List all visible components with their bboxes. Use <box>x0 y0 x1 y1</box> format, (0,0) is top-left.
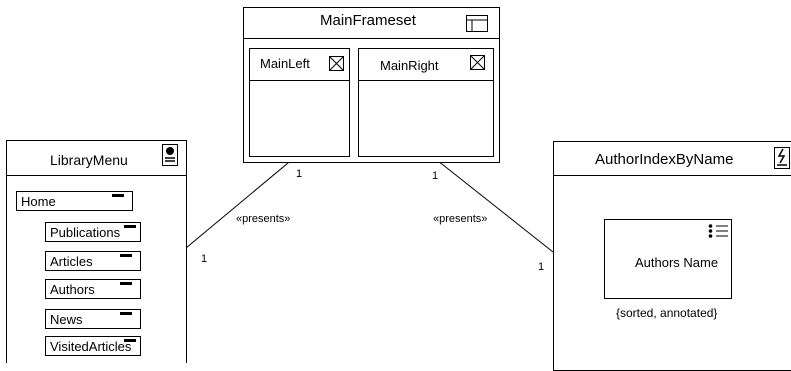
frameset-icon <box>466 15 488 32</box>
main-frameset-title: MainFrameset <box>320 12 416 29</box>
author-index-constraint: {sorted, annotated} <box>616 306 718 320</box>
menu-item-visited-articles[interactable]: VisitedArticles <box>45 336 141 356</box>
frame-main-right-label: MainRight <box>380 58 439 73</box>
menu-item-news[interactable]: News <box>45 309 141 329</box>
multiplicity-right-source: 1 <box>432 170 439 182</box>
frame-main-left-divider <box>250 80 349 81</box>
association-line-right <box>427 152 554 253</box>
author-index-divider <box>554 175 791 176</box>
index-list-icon <box>708 224 728 238</box>
stereotype-label-right: «presents» <box>433 213 488 225</box>
main-frameset-box[interactable]: MainFrameset MainLeft MainRight <box>243 7 500 163</box>
menu-item-publications[interactable]: Publications <box>45 222 141 242</box>
frame-main-left-label: MainLeft <box>260 56 310 71</box>
frame-icon <box>329 56 344 71</box>
multiplicity-left-source: 1 <box>296 168 303 180</box>
multiplicity-left-target: 1 <box>201 253 208 265</box>
library-menu-box[interactable]: LibraryMenu Home Publications Articles A… <box>6 140 187 363</box>
dynamic-page-icon <box>774 147 790 169</box>
frame-main-right-divider <box>359 80 493 81</box>
association-lines <box>185 152 554 253</box>
multiplicity-right-target: 1 <box>538 261 545 273</box>
frame-main-right[interactable]: MainRight <box>358 48 494 157</box>
menu-item-authors[interactable]: Authors <box>45 279 141 299</box>
authors-index-label: Authors Name <box>635 255 719 270</box>
frame-main-left[interactable]: MainLeft <box>249 48 350 157</box>
author-index-box[interactable]: AuthorIndexByName Authors Name {sorted, … <box>553 141 791 371</box>
frameset-divider <box>244 38 499 39</box>
stereotype-label-left: «presents» <box>236 213 291 225</box>
library-menu-divider <box>7 175 186 176</box>
authors-index-unit[interactable]: Authors Name <box>604 219 732 299</box>
frame-icon <box>470 55 485 70</box>
library-menu-title: LibraryMenu <box>50 152 128 168</box>
page-icon <box>162 144 178 166</box>
author-index-title: AuthorIndexByName <box>595 151 734 168</box>
association-line-left <box>185 152 301 249</box>
menu-item-articles[interactable]: Articles <box>45 251 141 271</box>
menu-item-home[interactable]: Home <box>16 191 133 211</box>
